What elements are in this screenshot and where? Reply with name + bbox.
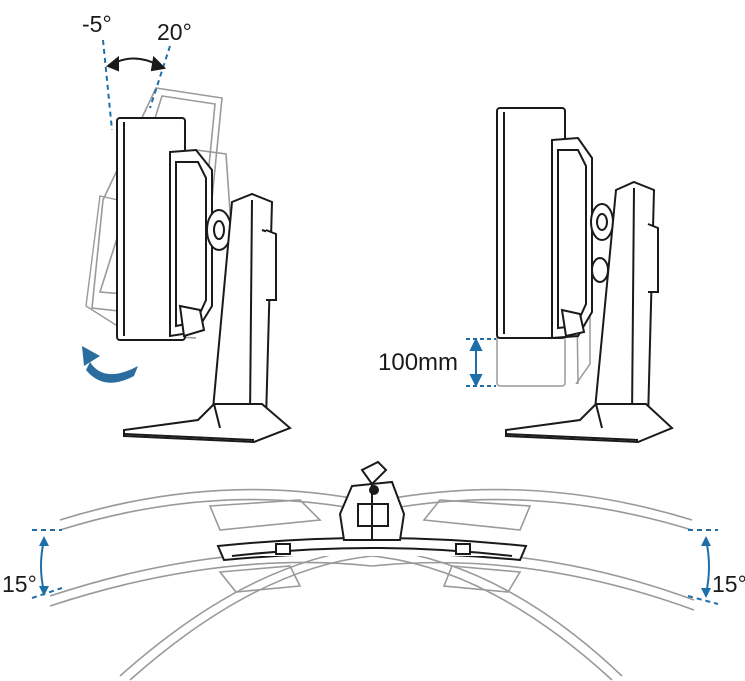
- tilt-arc-arrow: [106, 55, 167, 72]
- swivel-right-guide: [687, 529, 719, 605]
- tilt-panel: -5° 20°: [82, 11, 292, 444]
- swivel-panel: 15° 15°: [2, 460, 745, 681]
- height-adjustment-label: 100mm: [378, 349, 458, 376]
- stand-base: [123, 403, 292, 444]
- tilt-backward-angle-label: 20°: [157, 19, 192, 45]
- monitor-panel-side: [116, 117, 213, 341]
- height-dimension-marker: [466, 337, 496, 388]
- swivel-left-guide: [31, 529, 63, 599]
- swivel-curved-screen: [216, 537, 528, 562]
- tilt-rotation-arrow-icon: [82, 346, 138, 383]
- height-stand-base: [505, 403, 674, 444]
- swivel-stand-top: [338, 460, 406, 541]
- tilt-forward-angle-label: -5°: [82, 11, 112, 37]
- height-monitor-panel: [496, 107, 593, 340]
- swivel-right-angle-label: 15°: [712, 571, 745, 597]
- tilt-guide-lines: [102, 39, 171, 131]
- swivel-left-angle-label: 15°: [2, 571, 37, 597]
- height-panel: 100mm: [378, 107, 674, 444]
- stand-column: [210, 192, 277, 421]
- height-stand-column: [592, 180, 659, 421]
